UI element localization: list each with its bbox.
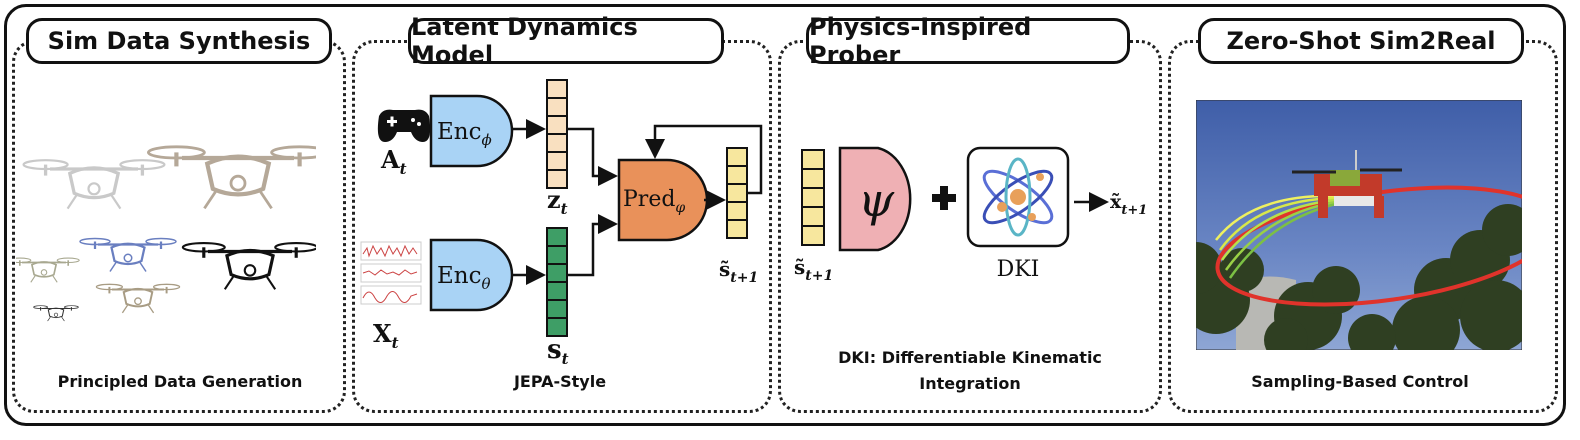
s-next-vector	[726, 147, 748, 239]
predictor-label: Predφ	[623, 187, 685, 216]
encoder-theta-label: Encθ	[437, 263, 491, 293]
prober-s-next-label: s̃t+1	[794, 255, 833, 284]
caption-sim-data: Principled Data Generation	[57, 372, 303, 391]
panel-title-latent-model: Latent Dynamics Model	[408, 13, 724, 69]
z-label: zt	[547, 185, 568, 218]
psi-network	[838, 146, 912, 252]
panel-title-sim-data: Sim Data Synthesis	[26, 18, 332, 64]
psi-label: ψ	[858, 173, 895, 227]
caption-prober-line2: Integration	[919, 374, 1021, 393]
caption-prober-line1: DKI: Differentiable Kinematic	[838, 348, 1102, 367]
timeseries-plot-icon	[360, 241, 422, 305]
s-next-input-vector	[801, 149, 825, 246]
s-next-label: s̃t+1	[719, 257, 758, 286]
encoder-theta	[429, 238, 514, 312]
drone-photo	[1196, 100, 1522, 350]
observation-label: Xt	[373, 319, 399, 352]
latent-model-diagram: At Xt Encϕ Encθ zt st Predφ	[360, 79, 763, 368]
panel-title-sim2real: Zero-Shot Sim2Real	[1198, 18, 1524, 64]
caption-sim2real: Sampling-Based Control	[1251, 372, 1469, 391]
atom-icon	[982, 157, 1054, 237]
s-vector	[546, 227, 568, 337]
panel-title-prober: Physics-Inspired Prober	[806, 13, 1130, 69]
plus-icon	[932, 186, 956, 210]
action-label: At	[380, 145, 407, 178]
prober-diagram: s̃t+1 ψ DKI x̃t+1	[794, 146, 1147, 284]
caption-latent-model: JEPA-Style	[513, 372, 607, 391]
drone-icon	[16, 120, 316, 322]
gamepad-icon	[377, 109, 431, 142]
x-next-label: x̃t+1	[1110, 191, 1147, 218]
z-vector	[546, 79, 568, 189]
s-label: st	[547, 335, 569, 368]
dki-label: DKI	[997, 257, 1040, 282]
figure-frame	[4, 4, 1566, 426]
encoder-phi-label: Encϕ	[437, 119, 492, 149]
encoder-phi	[429, 94, 514, 168]
